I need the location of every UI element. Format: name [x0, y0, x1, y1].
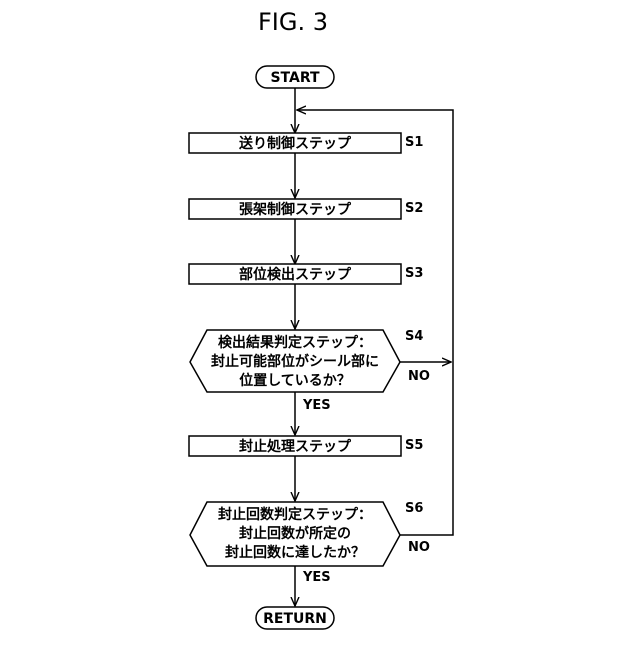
process-step-s3: 部位検出ステップ S3: [189, 264, 423, 284]
return-label: RETURN: [263, 611, 327, 627]
process-step-s2: 張架制御ステップ S2: [189, 199, 423, 219]
figure-title: FIG. 3: [258, 8, 328, 36]
no-label: NO: [408, 369, 430, 384]
no-label: NO: [408, 540, 430, 555]
start-label: START: [270, 70, 320, 86]
step-text: 部位検出ステップ: [239, 266, 352, 283]
step-id: S4: [405, 329, 423, 344]
decision-line: 位置しているか？: [239, 372, 351, 389]
connector-s6-no-loop: [297, 110, 453, 535]
yes-label: YES: [302, 570, 331, 585]
step-id: S2: [405, 201, 423, 216]
process-step-s5: 封止処理ステップ S5: [189, 436, 423, 456]
decision-line: 封止可能部位がシール部に: [211, 353, 379, 370]
step-id: S1: [405, 135, 423, 150]
step-id: S5: [405, 438, 423, 453]
step-text: 送り制御ステップ: [238, 135, 352, 152]
return-terminal: RETURN: [256, 607, 334, 629]
step-text: 張架制御ステップ: [239, 201, 352, 218]
yes-label: YES: [302, 398, 331, 413]
decision-line: 検出結果判定ステップ：: [218, 334, 372, 351]
process-step-s1: 送り制御ステップ S1: [189, 133, 423, 153]
decision-s6: 封止回数判定ステップ： 封止回数が所定の 封止回数に達したか？ S6 NO YE…: [190, 501, 430, 585]
decision-s4: 検出結果判定ステップ： 封止可能部位がシール部に 位置しているか？ S4 NO …: [190, 329, 430, 413]
decision-line: 封止回数が所定の: [239, 525, 351, 542]
decision-line: 封止回数に達したか？: [225, 544, 365, 561]
start-terminal: START: [256, 66, 334, 88]
step-id: S3: [405, 266, 423, 281]
step-text: 封止処理ステップ: [239, 438, 352, 455]
step-id: S6: [405, 501, 423, 516]
decision-line: 封止回数判定ステップ：: [218, 506, 372, 523]
